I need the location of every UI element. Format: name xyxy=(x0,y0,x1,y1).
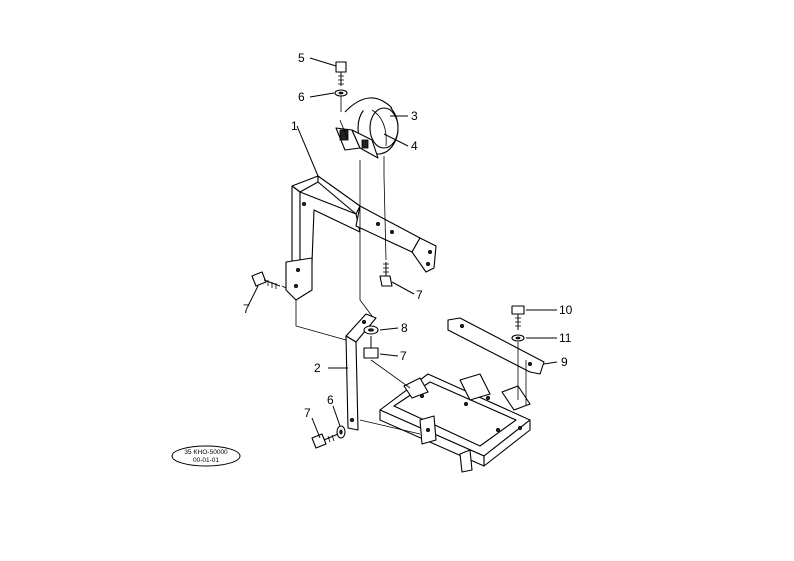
callout-7-center: 7 xyxy=(416,288,423,302)
callout-3: 3 xyxy=(411,109,418,123)
washer-part-6-bottom xyxy=(336,425,346,439)
bolt-part-7-center xyxy=(379,262,393,287)
callout-10: 10 xyxy=(559,303,573,317)
washer-part-6-top xyxy=(334,89,348,97)
callout-7-nut: 7 xyxy=(400,349,407,363)
support-bracket-part-2 xyxy=(345,313,377,431)
stamp-line-2: 00-01-01 xyxy=(193,457,219,464)
callout-8: 8 xyxy=(401,321,408,335)
nut-part-7 xyxy=(363,336,379,359)
main-bracket-part-1 xyxy=(285,175,437,301)
callout-4: 4 xyxy=(411,139,418,153)
assembly-guide-lines xyxy=(281,96,527,435)
callout-7-bottom: 7 xyxy=(304,406,311,420)
stamp-line-1: 35 KHO-50000 xyxy=(184,449,228,456)
callout-6-bottom: 6 xyxy=(327,393,334,407)
callout-1: 1 xyxy=(291,119,298,133)
callout-9: 9 xyxy=(561,355,568,369)
bolt-part-7-bottom xyxy=(311,433,339,449)
bolt-part-10 xyxy=(511,305,525,330)
bolt-part-7-left xyxy=(251,271,281,289)
callout-labels: 5 6 3 4 1 2 7 7 8 7 7 6 10 11 9 xyxy=(243,51,573,420)
battery-tray xyxy=(379,373,531,473)
clamp-liner-part-4 xyxy=(371,109,387,147)
bolt-part-5 xyxy=(335,61,347,86)
washer-part-8 xyxy=(363,325,379,335)
callout-7-left: 7 xyxy=(243,302,250,316)
callout-2: 2 xyxy=(314,361,321,375)
callout-6-top: 6 xyxy=(298,90,305,104)
leader-lines xyxy=(247,57,558,439)
callout-5: 5 xyxy=(298,51,305,65)
reference-stamp: 35 KHO-50000 00-01-01 xyxy=(171,445,241,467)
callout-11: 11 xyxy=(559,331,572,345)
clamp-band-part-3 xyxy=(335,97,399,159)
hold-down-plate-part-9 xyxy=(447,317,545,375)
washer-part-11 xyxy=(511,334,525,342)
